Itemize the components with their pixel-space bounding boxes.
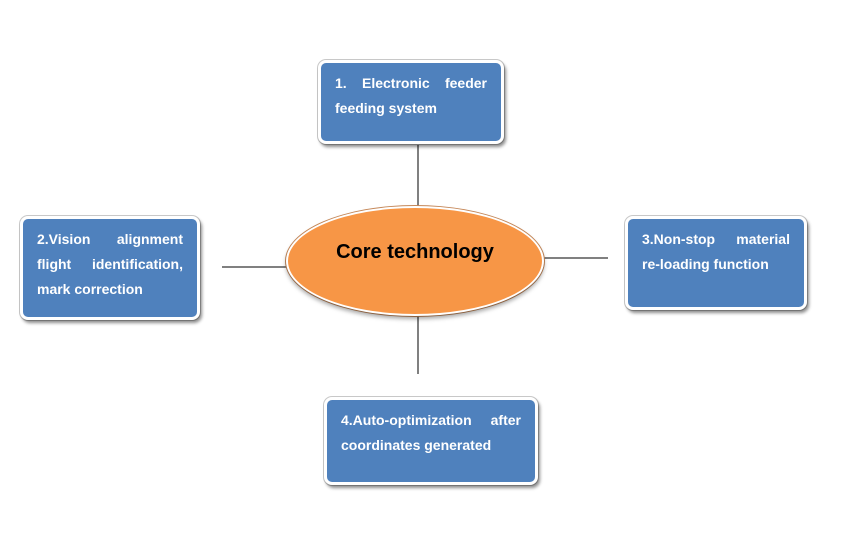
node-non-stop-reloading: 3.Non-stop material re-loading function (625, 216, 807, 310)
node-label: 3.Non-stop material re-loading function (642, 231, 790, 272)
core-technology-ellipse: Core technology (286, 206, 544, 316)
node-electronic-feeder: 1. Electronic feeder feeding system (318, 60, 504, 144)
node-label: 2.Vision alignment flight identification… (37, 231, 183, 297)
node-label: 1. Electronic feeder feeding system (335, 75, 487, 116)
node-vision-alignment: 2.Vision alignment flight identification… (20, 216, 200, 320)
core-technology-label: Core technology (336, 240, 494, 263)
node-auto-optimization: 4.Auto-optimization after coordinates ge… (324, 397, 538, 485)
node-label: 4.Auto-optimization after coordinates ge… (341, 412, 521, 453)
